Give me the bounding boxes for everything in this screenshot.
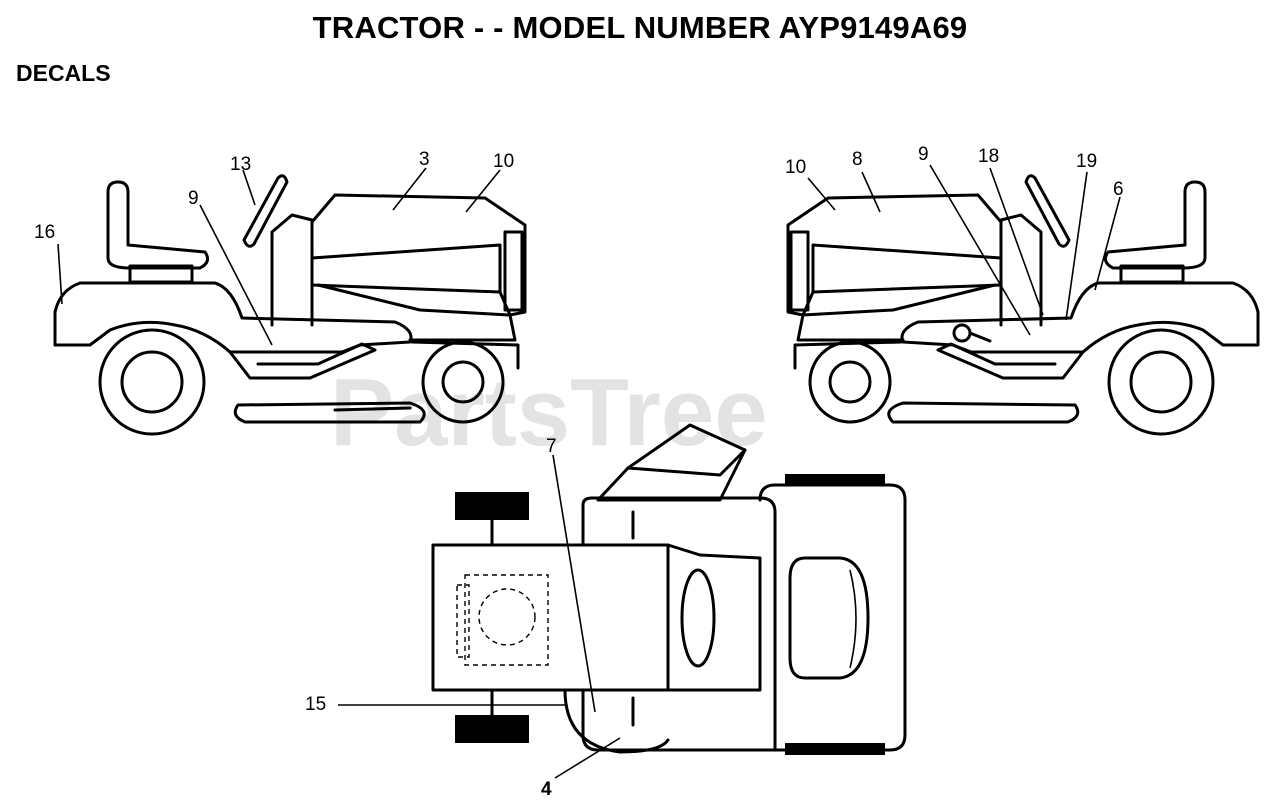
watermark-text: PartsTree — [330, 359, 768, 466]
callout-4: 4 — [541, 779, 552, 800]
rear-wheel-bottom — [455, 715, 529, 743]
callout-16: 16 — [34, 222, 55, 243]
rear-wheel-top — [455, 492, 529, 520]
callout-labels: 16 13 9 3 10 10 8 9 18 19 6 7 15 4 — [34, 144, 1124, 800]
callout-19: 19 — [1076, 151, 1097, 172]
callout-8: 8 — [852, 149, 863, 170]
tractor-left-side-view — [53, 167, 527, 436]
callout-3: 3 — [419, 149, 430, 170]
page-title: TRACTOR - - MODEL NUMBER AYP9149A69 — [312, 10, 968, 45]
section-heading: DECALS — [16, 60, 111, 86]
callout-10-right: 10 — [785, 157, 806, 178]
callout-7: 7 — [546, 436, 557, 457]
tractor-right-side-view — [786, 164, 1260, 436]
callout-18: 18 — [978, 146, 999, 167]
callout-15: 15 — [305, 694, 326, 715]
callout-10-left: 10 — [493, 151, 514, 172]
front-wheel-top — [785, 474, 885, 486]
tractor-top-view — [338, 423, 907, 779]
callout-9-right: 9 — [918, 144, 929, 165]
callout-9-left: 9 — [188, 188, 199, 209]
callout-6: 6 — [1113, 179, 1124, 200]
callout-13: 13 — [230, 154, 251, 175]
